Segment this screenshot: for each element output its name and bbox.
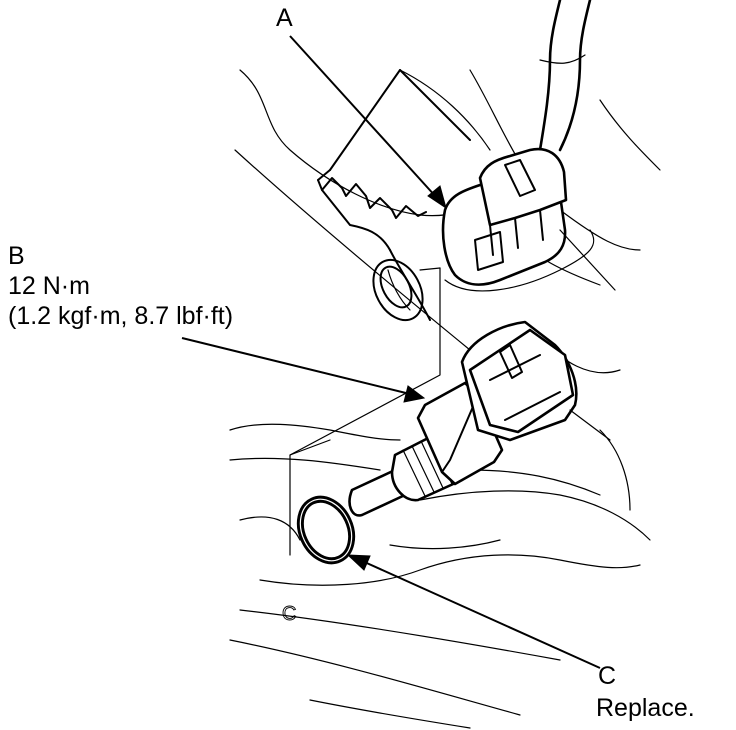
harness-connector <box>441 0 616 291</box>
temperature-sensor <box>348 320 611 517</box>
callout-leader-a <box>289 35 447 210</box>
callout-leader-c <box>346 554 601 669</box>
sensor-mounting-hole <box>372 258 424 322</box>
engine-casting-contours <box>229 69 661 729</box>
callout-leader-b <box>181 337 426 403</box>
callout-label-c: C <box>598 662 617 690</box>
connector-bracket <box>317 69 471 321</box>
replace-note: Replace. <box>596 694 695 722</box>
torque-spec-alternate: (1.2 kgf·m, 8.7 lbf·ft) <box>8 302 234 330</box>
callout-label-b: B <box>8 242 25 270</box>
o-ring <box>296 495 356 565</box>
callout-label-a: A <box>276 4 293 32</box>
casting-mark: C <box>282 603 296 625</box>
torque-spec-metric: 12 N·m <box>8 272 90 300</box>
